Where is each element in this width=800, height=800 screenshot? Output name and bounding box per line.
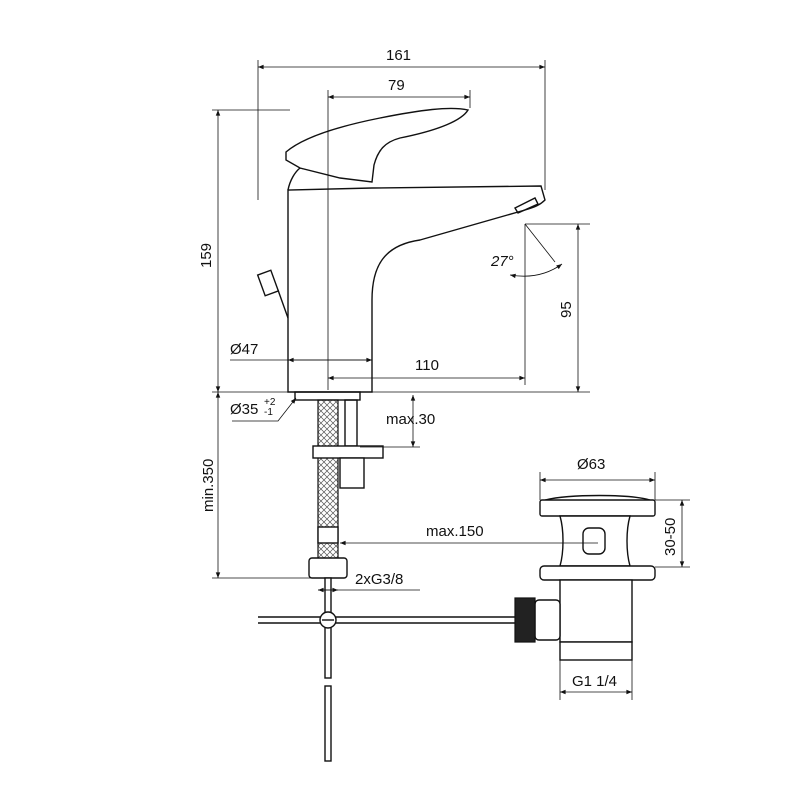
fixing-nut — [339, 457, 365, 489]
dim-waste-thread: G1 1/4 — [572, 673, 617, 690]
popup-rod — [258, 577, 515, 762]
dim-max30: max.30 — [386, 411, 435, 428]
dim-hole-diameter: Ø35 — [230, 401, 258, 418]
waste-valve — [514, 494, 656, 661]
dim-tol-minus: -1 — [264, 407, 273, 418]
faucet-base — [294, 391, 361, 401]
hose-fitting — [317, 526, 339, 544]
dim-tol-plus: +2 — [264, 397, 276, 408]
dim-159: 159 — [198, 243, 215, 268]
dim-79: 79 — [388, 77, 405, 94]
dim-angle: 27° — [490, 253, 514, 270]
aerator — [514, 197, 539, 214]
dim-max150: max.150 — [426, 523, 484, 540]
fixing-plate — [312, 445, 384, 459]
dim-body-diameter: Ø47 — [230, 341, 258, 358]
dim-161: 161 — [386, 47, 411, 64]
mounting-hardware — [308, 399, 384, 579]
connection-nut — [308, 557, 348, 579]
popup-knob-rod — [277, 289, 289, 319]
dim-min350: min.350 — [200, 459, 217, 512]
lever-handle — [285, 107, 470, 183]
popup-knob — [256, 269, 280, 297]
threaded-rod — [344, 399, 358, 447]
dim-110: 110 — [415, 357, 439, 374]
faucet-body — [256, 107, 546, 401]
dim-waste-diameter: Ø63 — [577, 456, 605, 473]
dim-connection: 2xG3/8 — [355, 571, 403, 588]
dimension-lines — [212, 60, 690, 700]
dim-waste-range: 30-50 — [662, 518, 679, 556]
dim-95: 95 — [558, 301, 575, 318]
